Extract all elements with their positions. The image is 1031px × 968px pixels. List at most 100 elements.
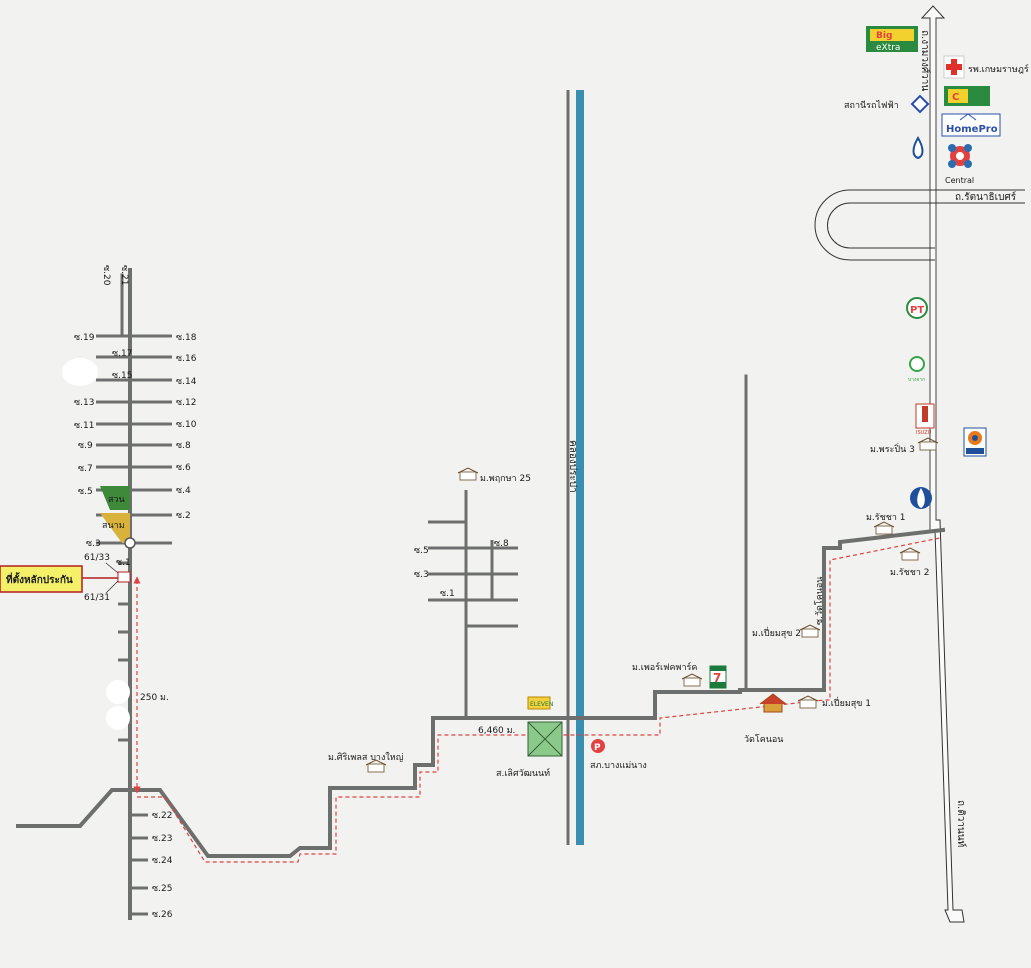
soi-label-24: ซ.24: [152, 856, 173, 866]
field-green-label: สวน: [108, 495, 125, 505]
mid-soi-8: ซ.8: [494, 539, 509, 549]
fuel-drop-icon: [912, 136, 924, 160]
mid-soi-5: ซ.5: [414, 546, 429, 556]
roundabout: [124, 537, 136, 549]
bigc-extra-text: Big: [876, 31, 892, 41]
route-path: [137, 537, 941, 863]
parcel-top-label: 61/33: [84, 553, 110, 563]
house-icon: [799, 624, 821, 638]
pt-logo: [906, 297, 928, 319]
top-road-label: ถ.งามวงศ์วาน: [919, 30, 931, 91]
house-icon: [681, 673, 703, 687]
house-icon: [873, 521, 895, 535]
village-pranee: ม.พระปิ่น 3: [870, 442, 915, 455]
seven-eleven-sign-text: ELEVEN: [530, 701, 553, 708]
soi-label-22: ซ.22: [152, 811, 172, 821]
location-label: ที่ตั้งหลักประกัน: [6, 572, 73, 586]
village-perfect-park: ม.เพอร์เฟคพาร์ค: [632, 661, 697, 673]
cross-road-label: ถ.รัตนาธิเบศร์: [955, 191, 1017, 203]
skytrain-label: สถานีรถไฟฟ้า: [844, 100, 899, 111]
village-sirivilla: ม.ศิริเพลส บางใหญ่: [328, 752, 404, 763]
central-logo: [948, 144, 972, 168]
house-icon: [365, 759, 387, 773]
mid-soi-1: ซ.1: [440, 589, 455, 599]
middle-soi-grid: [428, 490, 518, 718]
soi-label-3: ซ.3: [86, 539, 101, 549]
soi-label-15: ซ.15: [112, 371, 132, 381]
distance-250-label: 250 ม.: [140, 693, 169, 703]
seven-eleven-icon: [709, 665, 727, 689]
hospital-label: รพ.เกษมราษฎร์: [968, 63, 1029, 75]
soi-label-25: ซ.25: [152, 884, 172, 894]
police-label: สภ.บางแม่นาง: [590, 761, 647, 771]
masked-area-1: [62, 358, 98, 386]
isuzu-logo: [915, 403, 935, 429]
soi-label-6: ซ.6: [176, 463, 191, 473]
soi-label-23: ซ.23: [152, 834, 172, 844]
location-marker: [0, 562, 131, 594]
house-icon: [899, 547, 921, 561]
soi-label-8: ซ.8: [176, 441, 191, 451]
bottom-road-label: ถ.ติวานนท์: [955, 800, 967, 847]
soi-label-2: ซ.2: [176, 511, 191, 521]
soi-label-26: ซ.26: [152, 910, 173, 920]
soi-label-18: ซ.18: [176, 333, 197, 343]
soi-label-13: ซ.13: [74, 398, 94, 408]
soi-label-9: ซ.9: [78, 441, 93, 451]
soi-label-5: ซ.5: [78, 487, 93, 497]
bigc-logo: [944, 86, 990, 106]
parking-icon: [591, 739, 605, 753]
field-yellow-label: สนาม: [102, 521, 125, 531]
seven-eleven-sign: [527, 696, 551, 710]
soi-label-11: ซ.11: [74, 421, 94, 431]
skytrain-icon: [910, 94, 930, 114]
bangchak-text: บางจาก: [908, 377, 925, 383]
main-route-road: [16, 527, 946, 858]
field-green: [100, 486, 130, 510]
village-piamsuk2: ม.เปี่ยมสุข 2: [752, 626, 801, 639]
intersection-label: ส.เลิศวัฒนนท์: [496, 767, 550, 779]
village-ratcha1: ม.รัชชา 1: [866, 513, 906, 523]
seven-eleven-number: 7: [713, 671, 721, 685]
main-road: [920, 5, 965, 923]
canal-label: คลองประปา: [567, 440, 578, 493]
bangchak-logo: [909, 356, 925, 372]
bigc-extra-text-2: eXtra: [876, 43, 900, 53]
soi-label-10: ซ.10: [176, 420, 197, 430]
soi-21-label: ซ.21: [119, 265, 129, 285]
homepro-logo: [941, 113, 1001, 137]
cross-road-loop: [814, 189, 1025, 261]
wat-khanon-label: วัดโคนอน: [744, 734, 783, 745]
hospital-icon: [943, 55, 965, 79]
left-side-sois: [96, 334, 172, 916]
soi-label-14: ซ.14: [176, 377, 197, 387]
soi-label-16: ซ.16: [176, 354, 197, 364]
soi-label-1: ซ.1: [116, 558, 131, 568]
soi-label-4: ซ.4: [176, 486, 191, 496]
soi-label-17: ซ.17: [112, 349, 132, 359]
central-text: Central: [945, 176, 974, 185]
house-icon: [797, 695, 819, 709]
bigc-text: C: [952, 92, 959, 103]
ptt-logo: [910, 487, 932, 509]
temple-icon: [759, 693, 787, 713]
masked-area-2: [106, 680, 130, 704]
pt-text: PT: [910, 305, 924, 316]
house-icon: [457, 467, 479, 481]
soi-label-12: ซ.12: [176, 398, 196, 408]
house-icon: [917, 437, 939, 451]
masked-area-3: [106, 706, 130, 730]
soi-20-label: ซ.20: [101, 265, 111, 286]
parcel-bottom-label: 61/31: [84, 593, 110, 603]
soi-label-19: ซ.19: [74, 333, 95, 343]
intersection-icon: [527, 721, 563, 757]
parking-letter: P: [594, 743, 601, 753]
isuzu-text: ISUZU: [916, 430, 932, 436]
soi-wat-khanon-label: ซ.วัดโคนอน: [814, 577, 825, 625]
village-ratcha2: ม.รัชชา 2: [890, 568, 930, 578]
soi-label-7: ซ.7: [78, 464, 93, 474]
village-piamsuk1: ม.เปี่ยมสุข 1: [822, 696, 871, 709]
susco-logo: [963, 427, 987, 457]
field-yellow: [100, 513, 130, 543]
